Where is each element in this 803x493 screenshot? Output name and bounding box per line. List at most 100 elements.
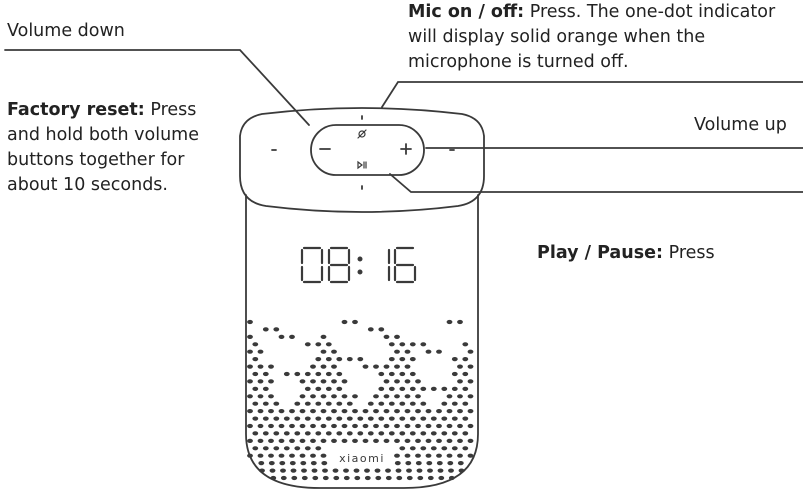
grille-hole [441,401,448,406]
grille-hole [278,423,285,429]
grille-hole [404,394,411,399]
grille-hole [441,416,448,421]
grille-hole [467,364,474,369]
grille-hole [325,416,332,421]
grille-hole [273,327,280,332]
grille-hole [262,386,269,391]
grille-hole [269,468,276,473]
grille-hole [352,394,358,399]
grille-hole [247,379,253,384]
grille-hole [301,468,307,473]
grille-hole [409,401,416,406]
grille-hole [320,334,327,339]
grille-hole [404,423,411,429]
grille-hole [352,438,358,443]
grille-hole [283,446,290,451]
grille-hole [437,468,444,473]
grille-hole [420,386,427,391]
grille-hole [467,394,474,399]
grille-hole [399,371,406,377]
grille-hole [352,409,358,414]
grille-hole [304,446,311,451]
grille-hole [436,423,442,429]
grille-hole [441,386,448,391]
grille-hole [425,438,432,443]
grille-hole [383,334,390,339]
grille-hole [304,401,311,406]
grille-hole [451,416,458,421]
play-pause-desc: Press [668,243,715,263]
grille-hole [373,364,379,369]
grille-hole [364,468,370,473]
grille-hole [364,475,371,481]
grille-hole [304,342,311,347]
grille-hole [451,357,458,362]
grille-hole [409,371,416,377]
grille-hole [259,468,265,473]
grille-hole [415,453,421,458]
grille-hole [354,475,361,481]
grille-hole [333,475,340,481]
grille-hole [383,379,390,384]
grille-hole [395,468,402,473]
grille-hole [341,409,348,414]
grille-hole [331,409,337,414]
grille-hole [388,431,395,436]
grille-hole [257,379,264,384]
grille-hole [430,386,437,391]
grille-hole [257,438,264,443]
grille-hole [425,453,432,458]
speaker-body [245,194,479,489]
grille-hole [451,446,458,451]
grille-hole [420,416,427,421]
grille-hole [336,401,343,406]
grille-hole [257,453,264,458]
grille-hole [325,386,332,391]
grille-hole [322,475,329,481]
grille-hole [268,409,274,414]
grille-hole [315,371,322,377]
grille-hole [257,394,264,399]
grille-hole [291,475,298,481]
clock-digit [300,246,324,284]
grille-hole [320,409,327,414]
grille-hole [388,401,395,406]
grille-hole [420,431,427,436]
mic-term: Mic on / off: [408,2,525,22]
grille-hole [315,416,322,421]
grille-hole [399,431,406,436]
grille-hole [315,446,322,451]
grille-hole [448,468,454,473]
grille-hole [310,453,316,458]
grille-hole [290,468,297,473]
grille-hole [336,431,343,436]
grille-hole [462,401,469,406]
grille-hole [467,453,474,458]
grille-hole [310,394,316,399]
grille-hole [446,319,453,325]
grille-hole [341,379,348,384]
factory-reset-label: Factory reset: Press and hold both volum… [7,98,229,198]
grille-hole [278,334,285,339]
grille-hole [378,386,385,391]
grille-hole [280,468,286,473]
grille-hole [346,416,353,421]
grille-hole [341,423,348,429]
grille-hole [462,386,469,391]
grille-hole [294,446,301,451]
grille-hole [383,409,390,414]
grille-hole [270,475,277,481]
grille-hole [462,371,469,377]
grille-hole [257,409,264,414]
grille-hole [304,416,311,421]
grille-hole [378,371,385,377]
grille-hole [430,431,437,436]
grille-hole [252,357,259,362]
grille-hole [346,357,353,362]
grille-hole [336,386,343,391]
grille-hole [325,401,332,406]
grille-hole [394,438,400,443]
grille-hole [294,431,301,436]
volume-up-label: Volume up [694,115,787,135]
grille-hole [315,401,322,406]
